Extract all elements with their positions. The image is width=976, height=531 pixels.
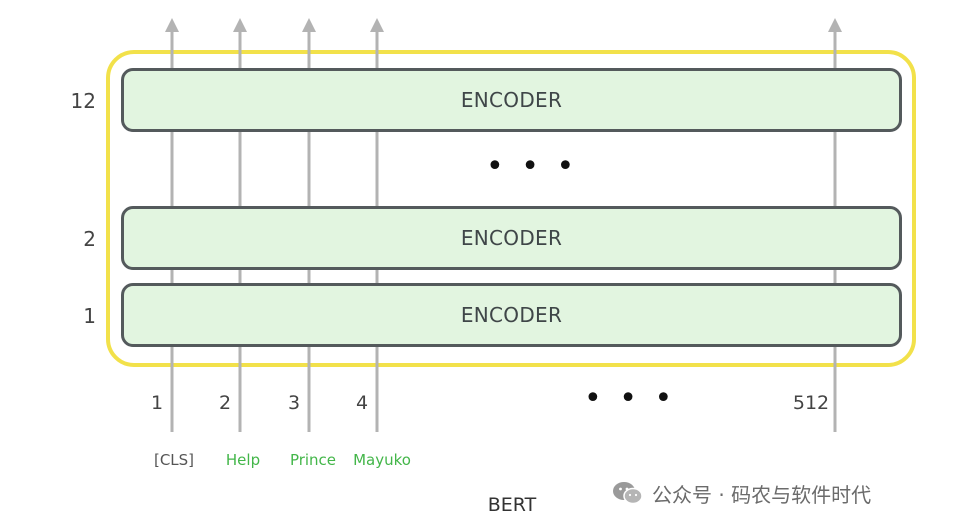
- arrow-head-1: [165, 18, 179, 32]
- layer-number-2: 2: [83, 227, 96, 251]
- position-number-1: 1: [150, 392, 164, 414]
- layer-number-12: 12: [70, 89, 96, 113]
- watermark: 公众号 · 码农与软件时代: [612, 478, 871, 508]
- encoder-layer-1: ENCODER: [121, 283, 902, 347]
- arrow-head-512: [828, 18, 842, 32]
- bert-highlight-outline: [106, 50, 916, 367]
- encoder-layer-12: ENCODER: [121, 68, 902, 132]
- position-number-2: 2: [218, 392, 232, 414]
- token-help: Help: [225, 451, 261, 469]
- token-mayuko: Mayuko: [353, 451, 411, 469]
- arrow-head-3: [302, 18, 316, 32]
- position-number-4: 4: [355, 392, 369, 414]
- token-prince: Prince: [289, 451, 337, 469]
- layer-number-1: 1: [83, 304, 96, 328]
- watermark-text: 公众号 · 码农与软件时代: [652, 482, 872, 507]
- position-number-512: 512: [792, 392, 830, 414]
- wechat-icon: [613, 482, 643, 505]
- encoder-layer-2: ENCODER: [121, 206, 902, 270]
- diagram-caption: BERT: [487, 494, 537, 516]
- token-cls: [CLS]: [153, 451, 195, 469]
- position-number-3: 3: [287, 392, 301, 414]
- encoder-label: ENCODER: [460, 88, 563, 112]
- layer-ellipsis: • • •: [486, 149, 579, 184]
- encoder-label: ENCODER: [460, 226, 563, 250]
- position-ellipsis: • • •: [584, 381, 677, 416]
- arrow-head-4: [370, 18, 384, 32]
- arrow-head-2: [233, 18, 247, 32]
- encoder-label: ENCODER: [460, 303, 563, 327]
